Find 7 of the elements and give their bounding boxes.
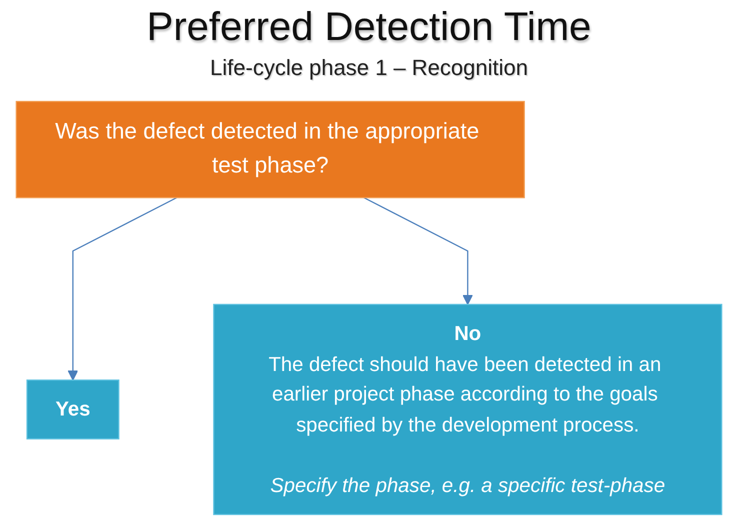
subtitle: Life-cycle phase 1 – Recognition <box>210 54 528 82</box>
title: Preferred Detection Time <box>146 4 592 50</box>
node-box: No The defect should have been detected in an earlier project phase according to the goals specified by the development process. Specify the phase, e.g. a specific test-phase <box>213 304 722 516</box>
node-box: Yes <box>26 380 120 440</box>
arrow <box>68 197 178 381</box>
arrow <box>364 197 473 305</box>
node-box: Was the defect detected in the appropriate test phase? <box>16 100 525 198</box>
